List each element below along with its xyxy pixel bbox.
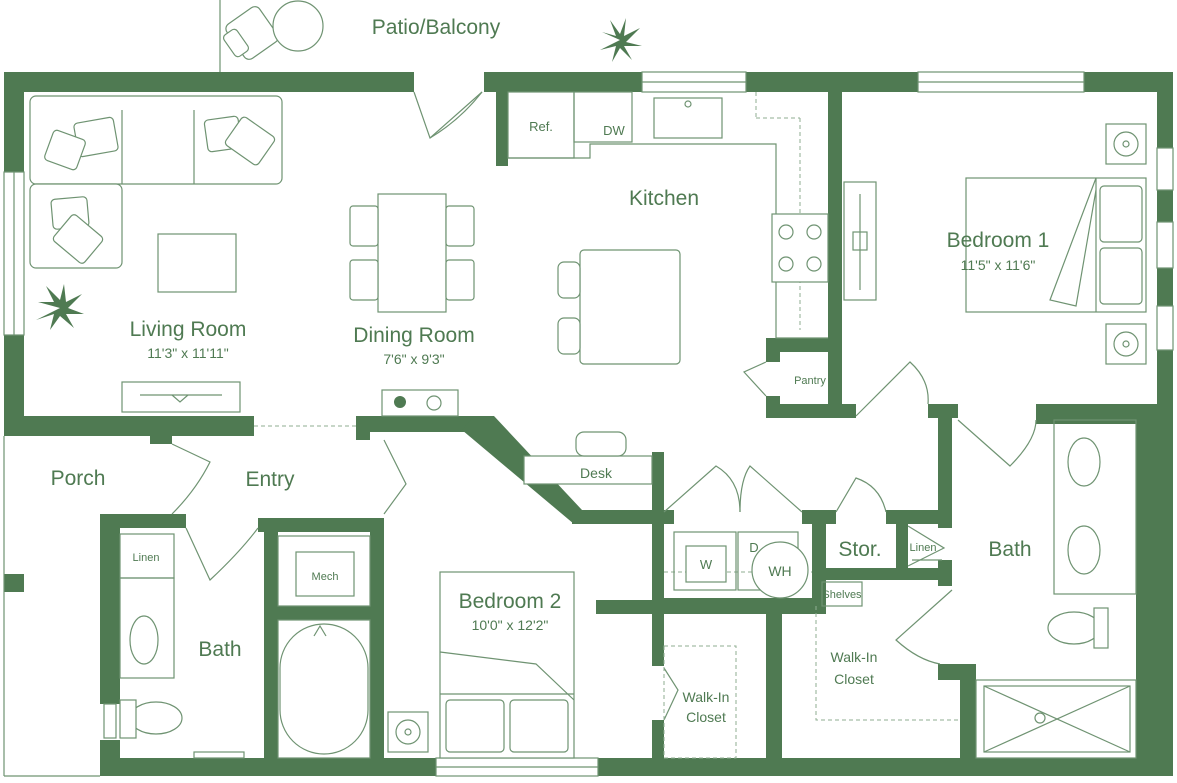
left-walkin-label: Walk-In (683, 689, 730, 705)
shelves-label: Shelves (822, 589, 862, 601)
right-bath-label: Bath (988, 538, 1031, 561)
sofa (29, 95, 283, 269)
bedroom2-label: Bedroom 2 (459, 590, 562, 613)
bed-1 (965, 177, 1147, 313)
left-bath-label: Bath (198, 638, 241, 661)
right-walkin-label: Walk-In (831, 649, 878, 665)
desk-label: Desk (580, 465, 613, 481)
closet-rod (663, 645, 737, 759)
walls (4, 72, 1173, 776)
right-linen-label: Linen (910, 542, 937, 554)
dining-room-dimensions: 7'6" x 9'3" (383, 351, 444, 367)
right-walkin-label-2: Closet (834, 671, 874, 687)
doors (171, 91, 1037, 721)
plant-icon (36, 284, 84, 330)
bedroom1-dimensions: 11'5" x 11'6" (961, 257, 1036, 273)
left-bath-fixtures (103, 533, 371, 759)
entry-label: Entry (245, 468, 295, 491)
desk (523, 431, 653, 485)
bedroom2-dimensions: 10'0" x 12'2" (472, 617, 549, 633)
tv-console (121, 381, 241, 413)
left-linen-label: Linen (133, 552, 160, 564)
dining-room-label: Dining Room (353, 324, 474, 347)
kitchen-counters (507, 91, 829, 339)
right-closet-shelves (815, 581, 960, 721)
washer-label: W (700, 557, 713, 572)
living-room-dimensions: 11'3" x 11'11" (147, 345, 228, 361)
porch-label: Porch (51, 467, 106, 490)
kitchen-label: Kitchen (629, 187, 699, 210)
patio-table (272, 0, 324, 52)
bedroom1-label: Bedroom 1 (947, 229, 1050, 252)
right-bath-fixtures (912, 419, 1137, 759)
nightstand-lamp (387, 711, 429, 753)
side-table (381, 389, 459, 417)
patio-label: Patio/Balcony (372, 16, 501, 39)
mech-label: Mech (312, 571, 339, 583)
plant-icon (600, 18, 642, 62)
left-walkin-label-2: Closet (686, 709, 726, 725)
patio-chair (222, 6, 279, 60)
water-heater-label: WH (768, 563, 791, 579)
bed-2 (439, 571, 575, 759)
bedroom1-closet-shelf (843, 181, 877, 301)
kitchen-island (557, 249, 681, 365)
laundry-appliances (673, 531, 809, 599)
pantry-label: Pantry (794, 375, 826, 387)
nightstand-lamp (1105, 123, 1147, 365)
dryer-label: D (749, 540, 758, 555)
storage-label: Stor. (838, 538, 881, 561)
patio-area (219, 0, 642, 72)
coffee-table (157, 233, 237, 293)
living-room-label: Living Room (130, 318, 247, 341)
dining-table (349, 193, 475, 313)
dishwasher-label: DW (603, 123, 625, 138)
refrigerator-label: Ref. (529, 119, 553, 134)
stove (771, 213, 829, 283)
